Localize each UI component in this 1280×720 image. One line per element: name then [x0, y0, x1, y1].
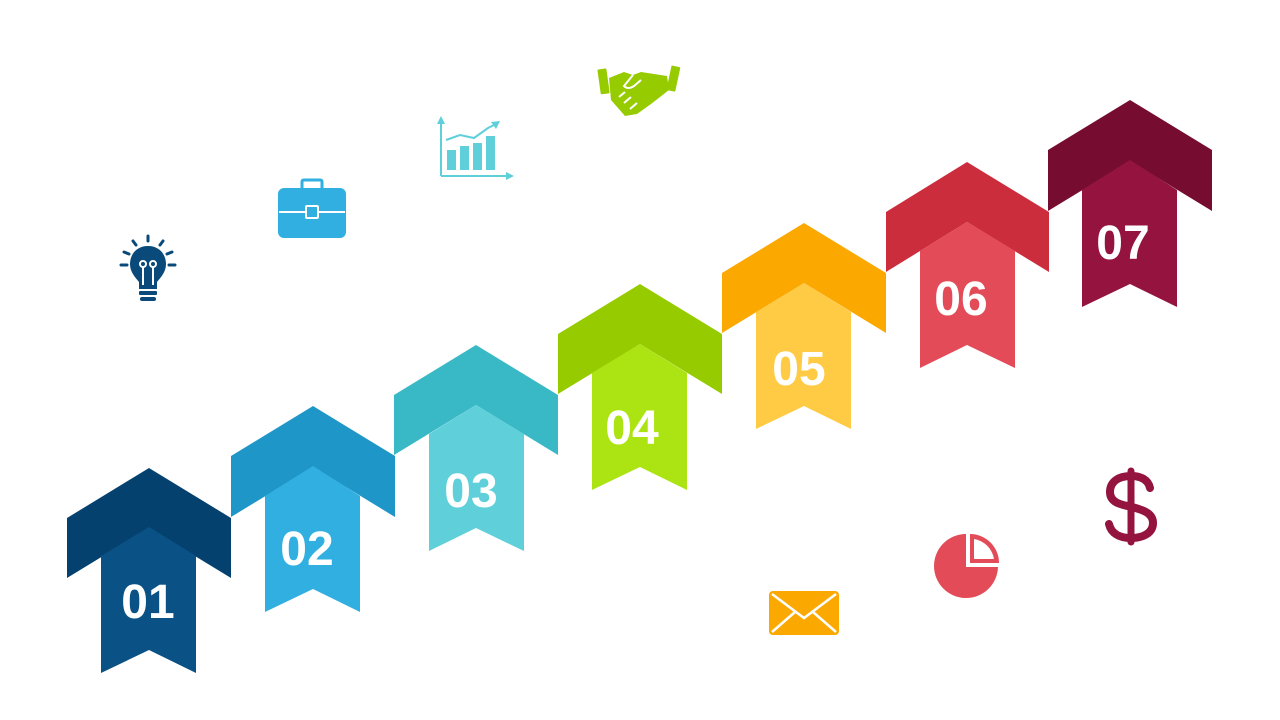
- dollar-icon: [1105, 467, 1158, 546]
- pie-chart-icon: [934, 534, 999, 598]
- handshake-icon: [597, 65, 681, 116]
- step-03-arrow-head: [394, 345, 558, 455]
- step-04-arrow-body: [592, 344, 687, 490]
- step-05-arrow-head: [722, 223, 886, 333]
- step-01-arrow-body: [101, 527, 196, 673]
- step-07-number: 07: [1096, 217, 1149, 270]
- step-04-arrow-head: [558, 284, 722, 394]
- step-07-arrow-body: [1082, 160, 1177, 307]
- step-02: 02: [231, 406, 395, 612]
- step-06-arrow-head: [886, 162, 1049, 272]
- step-03-number: 03: [444, 465, 497, 518]
- briefcase-icon: [278, 178, 346, 238]
- step-06-arrow-body: [920, 222, 1015, 368]
- step-01: 01: [67, 468, 231, 673]
- step-03-arrow-body: [429, 405, 524, 551]
- lightbulb-icon: [119, 234, 177, 301]
- step-07-arrow-head: [1048, 100, 1212, 211]
- step-07: 07: [1048, 100, 1212, 307]
- step-02-arrow-body: [265, 466, 360, 612]
- step-05-number: 05: [772, 343, 825, 396]
- step-06: 06: [886, 162, 1049, 368]
- envelope-icon: [769, 591, 839, 635]
- step-06-number: 06: [934, 273, 987, 326]
- step-01-arrow-head: [67, 468, 231, 578]
- step-03: 03: [394, 345, 558, 551]
- step-04-number: 04: [605, 402, 659, 455]
- step-01-number: 01: [121, 576, 174, 629]
- step-04: 04: [558, 284, 722, 490]
- step-02-number: 02: [280, 523, 333, 576]
- bar-chart-icon: [437, 116, 514, 180]
- step-05-arrow-body: [756, 283, 851, 429]
- step-02-arrow-head: [231, 406, 395, 517]
- step-05: 05: [722, 223, 886, 429]
